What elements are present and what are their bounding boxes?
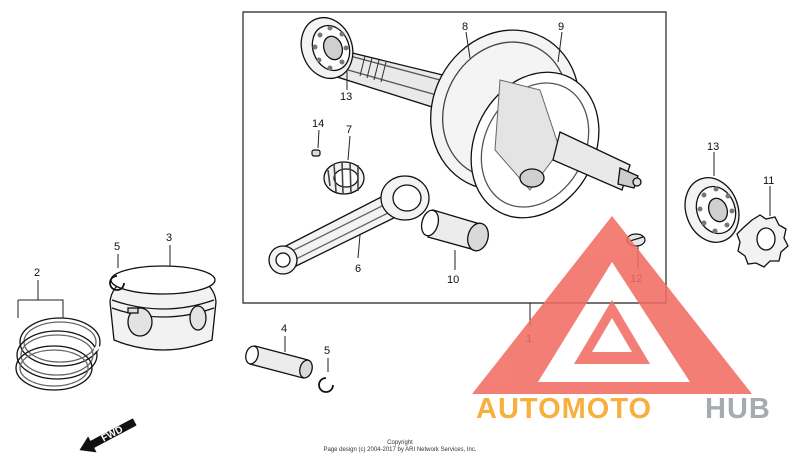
callout-8: 8 (462, 21, 468, 33)
bearing-left (300, 16, 354, 80)
bracket-2 (17, 299, 64, 318)
copyright-line-2: Page design (c) 2004-2017 by ARI Network… (323, 447, 476, 453)
callout-5-upper: 5 (114, 241, 120, 253)
callout-13-left: 13 (340, 91, 352, 103)
leader-6 (357, 234, 361, 259)
leader-9 (557, 31, 563, 63)
watermark-text-hub: HUB (705, 393, 771, 425)
callout-5-lower: 5 (324, 345, 330, 357)
callout-6: 6 (355, 263, 361, 275)
callout-7: 7 (346, 124, 352, 136)
crank-pin (420, 209, 489, 252)
callout-13-right: 13 (707, 141, 719, 153)
connecting-rod (268, 175, 430, 275)
leader-8 (465, 31, 471, 59)
bearing-right (684, 177, 740, 243)
clip-upper (109, 275, 125, 291)
piston (109, 265, 217, 351)
watermark-logo: AUTOMOTO HUB (472, 216, 771, 425)
callout-4: 4 (281, 323, 287, 335)
forward-label: FWD (100, 424, 125, 444)
watermark-text-automoto: AUTOMOTO (476, 393, 652, 425)
nut (736, 214, 789, 268)
callout-9: 9 (558, 21, 564, 33)
leader-7 (347, 135, 351, 161)
callout-10: 10 (447, 274, 459, 286)
forward-arrow: FWD (79, 418, 137, 453)
crankshaft (333, 29, 642, 219)
callout-11: 11 (763, 175, 774, 187)
callout-14: 14 (312, 118, 324, 130)
needle-bearing (323, 161, 365, 195)
pin (311, 149, 321, 157)
callout-3: 3 (166, 232, 172, 244)
piston-rings (15, 317, 101, 391)
copyright-line-1: Copyright (387, 440, 413, 446)
leader-14 (317, 129, 320, 149)
callout-2: 2 (34, 267, 40, 279)
clip-lower (318, 377, 334, 393)
watermark-triangle (472, 216, 752, 394)
piston-pin (245, 345, 313, 379)
